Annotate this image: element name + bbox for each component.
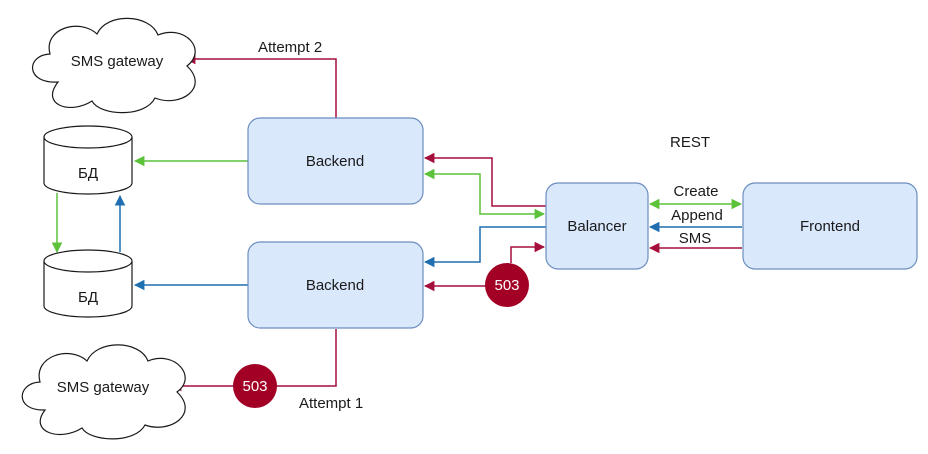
frontend-label: Frontend: [800, 218, 860, 235]
balancer-label: Balancer: [567, 218, 626, 235]
attempt-2-label: Attempt 2: [258, 39, 322, 56]
database-top: БД: [43, 125, 133, 195]
edge-backend-top-to-sms-top: [184, 53, 337, 118]
badge-503-gateway-label: 503: [242, 378, 267, 395]
append-label: Append: [671, 207, 723, 224]
edge-backend-top-to-balancer-green: [423, 168, 546, 220]
backend-top-label: Backend: [306, 153, 364, 170]
sms-gateway-top: SMS gateway: [32, 17, 196, 114]
sms-label: SMS: [679, 230, 712, 247]
sms-gateway-bottom: SMS gateway: [21, 344, 186, 440]
create-label: Create: [673, 183, 718, 200]
attempt-1-label: Attempt 1: [299, 395, 363, 412]
edge-backend-bottom-to-sms-bottom: [170, 329, 337, 392]
edge-503-to-balancer: [510, 241, 546, 263]
sms-gateway-top-label: SMS gateway: [71, 53, 164, 70]
badge-503-balancer-label: 503: [494, 277, 519, 294]
backend-bottom: Backend: [247, 241, 424, 329]
database-top-label: БД: [78, 165, 98, 182]
sms-gateway-bottom-label: SMS gateway: [57, 379, 150, 396]
edge-balancer-to-backend-top-red: [423, 152, 546, 207]
badge-503-balancer: 503: [485, 263, 529, 307]
frontend: Frontend: [742, 182, 918, 270]
balancer: Balancer: [545, 182, 649, 270]
database-bottom-label: БД: [78, 289, 98, 306]
rest-label: REST: [670, 134, 710, 151]
edge-balancer-to-backend-bottom-blue: [423, 226, 546, 268]
backend-bottom-label: Backend: [306, 277, 364, 294]
badge-503-gateway: 503: [233, 364, 277, 408]
backend-top: Backend: [247, 117, 424, 205]
database-bottom: БД: [43, 249, 133, 318]
